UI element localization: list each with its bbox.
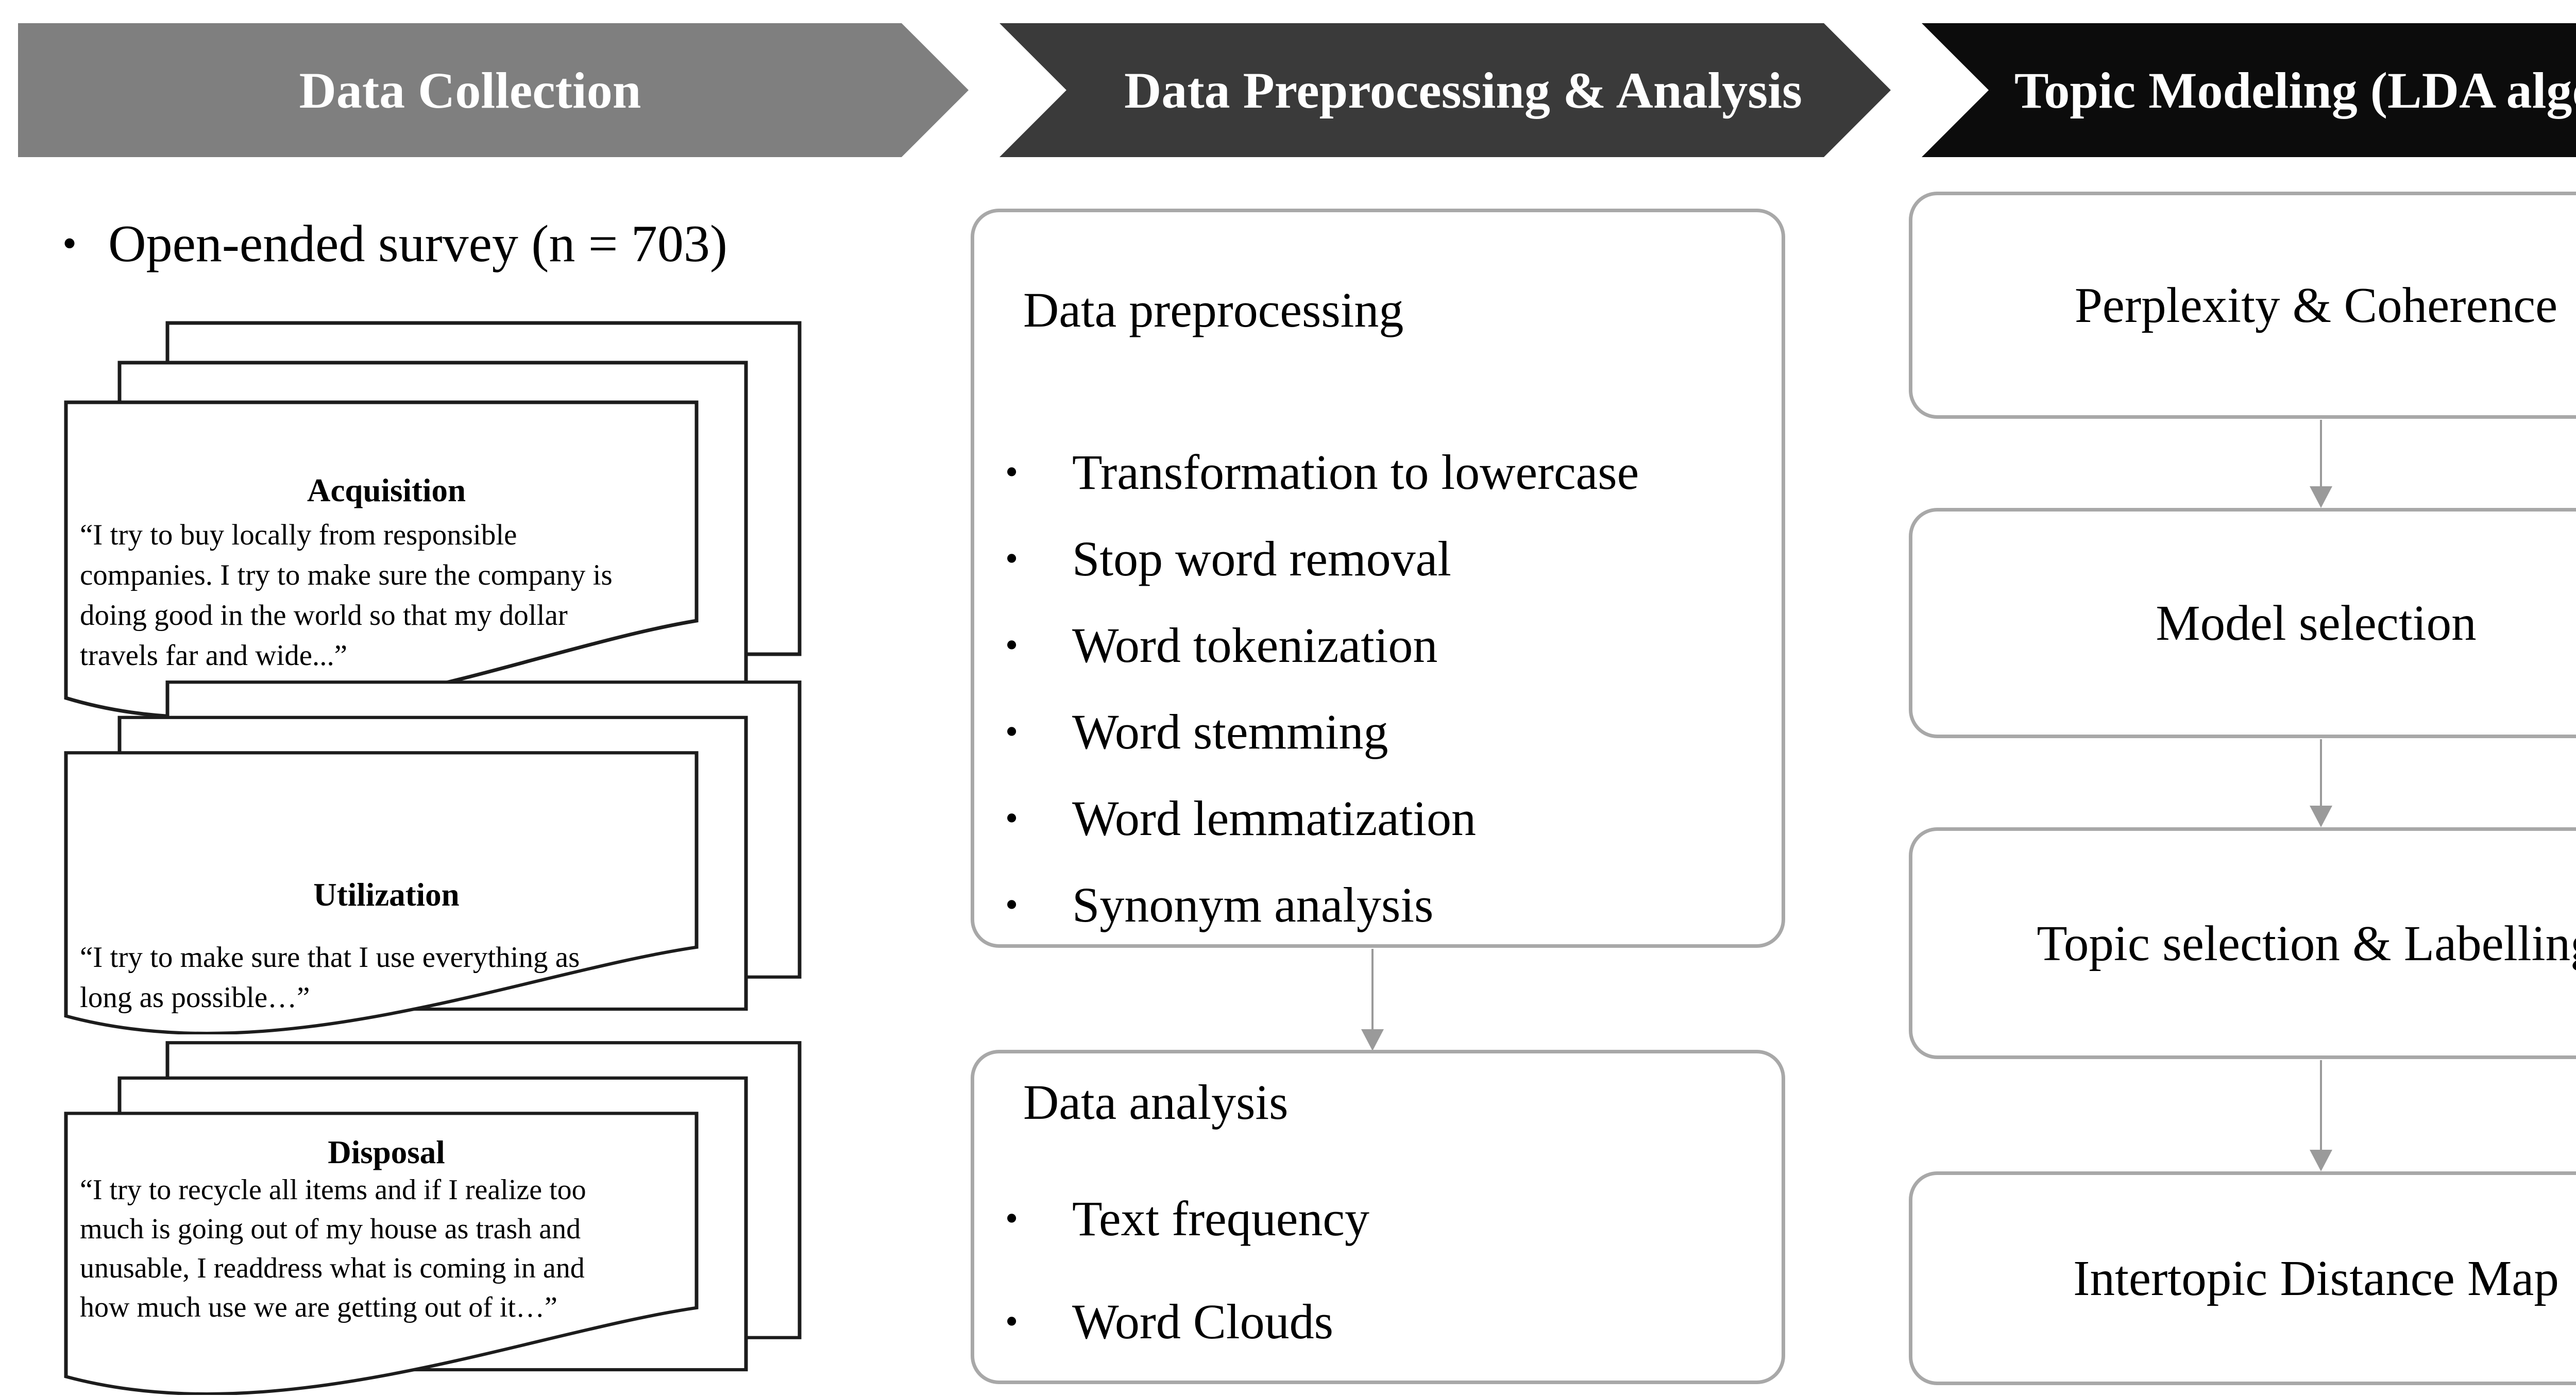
box-heading: Data analysis	[1023, 1075, 1289, 1130]
bullet-icon: •	[1005, 710, 1019, 752]
arrow-line	[2320, 1060, 2322, 1151]
arrow-down-icon	[2310, 806, 2332, 827]
list-item: • Word lemmatization	[974, 775, 1782, 861]
list-item-label: Text frequency	[1072, 1190, 1369, 1246]
bullet-icon: •	[62, 221, 77, 266]
arrow-line	[1371, 949, 1374, 1030]
list-item: • Word tokenization	[974, 602, 1782, 688]
step-label: Intertopic Distance Map	[2073, 1251, 2559, 1306]
step-label: Perplexity & Coherence	[2074, 278, 2558, 333]
list-item-label: Transformation to lowercase	[1072, 444, 1639, 500]
list-item-label: Word lemmatization	[1072, 790, 1477, 846]
list-item-label: Synonym analysis	[1072, 877, 1434, 932]
data-analysis-box: Data analysis • Text frequency • Word Clou…	[971, 1050, 1785, 1384]
list-item: • Word Clouds	[974, 1270, 1782, 1373]
list-item-label: Word Clouds	[1072, 1293, 1333, 1349]
phase-banner-label: Topic Modeling (LDA algorithm)	[2014, 61, 2576, 119]
step-box-topic-selection-labelling: Topic selection & Labelling	[1909, 827, 2576, 1059]
analysis-list: • Text frequency • Word Clouds	[974, 1167, 1782, 1373]
list-item: • Text frequency	[974, 1167, 1782, 1270]
arrow-line	[2320, 420, 2322, 487]
document-stack-shape	[64, 1041, 802, 1395]
list-item: • Word stemming	[974, 688, 1782, 775]
card-quote-utilization: “I try to make sure that I use everythin…	[80, 941, 580, 1014]
card-title-acquisition: Acquisition	[307, 472, 466, 508]
card-quote-disposal: “I try to recycle all items and if I rea…	[80, 1174, 586, 1323]
step-box-intertopic-distance-map: Intertopic Distance Map	[1909, 1171, 2576, 1385]
bullet-icon: •	[1005, 883, 1019, 925]
document-stack-shape	[64, 321, 802, 719]
list-item-label: Word tokenization	[1072, 617, 1438, 673]
phase-banner-topic-modeling: Topic Modeling (LDA algorithm)	[1922, 23, 2576, 157]
box-heading: Data preprocessing	[1023, 282, 1404, 337]
bullet-icon: •	[1005, 1197, 1019, 1239]
step-label: Topic selection & Labelling	[2037, 915, 2576, 971]
step-label: Model selection	[2156, 595, 2477, 651]
phase-banner-label: Data Preprocessing & Analysis	[1124, 61, 1802, 119]
phase-banner-preprocessing-analysis: Data Preprocessing & Analysis	[999, 23, 1891, 157]
step-box-model-selection: Model selection	[1909, 508, 2576, 738]
list-item: • Transformation to lowercase	[974, 429, 1782, 515]
step-box-perplexity-coherence: Perplexity & Coherence	[1909, 192, 2576, 419]
arrow-down-icon	[1361, 1029, 1384, 1051]
list-item-label: Word stemming	[1072, 704, 1388, 759]
survey-bullet-label: Open-ended survey (n = 703)	[108, 215, 727, 273]
card-title-disposal: Disposal	[328, 1134, 445, 1170]
phase-banner-label: Data Collection	[299, 61, 641, 119]
bullet-icon: •	[1005, 797, 1019, 839]
card-quote-acquisition: “I try to buy locally from responsible c…	[80, 519, 613, 672]
bullet-icon: •	[1005, 451, 1019, 492]
list-item: • Stop word removal	[974, 515, 1782, 602]
preprocessing-list: • Transformation to lowercase • Stop word …	[974, 429, 1782, 948]
bullet-icon: •	[1005, 624, 1019, 666]
arrow-down-icon	[2310, 486, 2332, 508]
bullet-icon: •	[1005, 537, 1019, 579]
card-title-utilization: Utilization	[313, 877, 460, 913]
arrow-down-icon	[2310, 1150, 2332, 1171]
list-item-label: Stop word removal	[1072, 531, 1451, 586]
arrow-line	[2320, 739, 2322, 807]
list-item: • Synonym analysis	[974, 861, 1782, 948]
bullet-icon: •	[1005, 1300, 1019, 1342]
document-stack-shape	[64, 680, 802, 1034]
phase-banner-data-collection: Data Collection	[18, 23, 969, 157]
survey-bullet-item: • Open-ended survey (n = 703)	[31, 214, 933, 274]
data-preprocessing-box: Data preprocessing • Transformation to lo…	[971, 209, 1785, 948]
